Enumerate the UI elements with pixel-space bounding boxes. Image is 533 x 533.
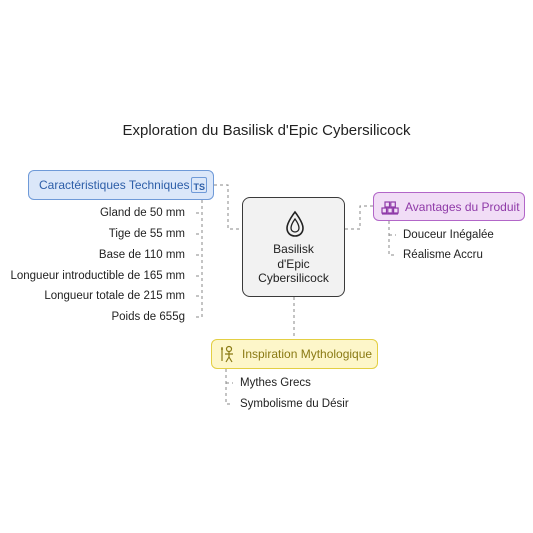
mythology-items-bracket [225,369,233,405]
droplet-icon [286,210,304,237]
connector-advantages [345,205,373,230]
product-advantages-node[interactable]: Avantages du Produit [373,192,525,221]
product-advantages-label: Avantages du Produit [405,199,520,214]
central-label-line-3: Cybersilicock [258,271,329,285]
gift-boxes-icon [381,201,399,215]
mythology-item-mythes-grecs: Mythes Grecs [240,377,311,389]
advantage-item-douceur: Douceur Inégalée [403,229,494,241]
central-label-line-2: d'Epic [277,256,310,271]
connector-technical [214,184,242,230]
central-label-line-1: Basilisk [273,242,314,256]
technical-item-poids: Poids de 655g [111,311,185,323]
technical-item-gland: Gland de 50 mm [99,207,185,219]
technical-item-base: Base de 110 mm [98,249,185,261]
technical-item-longueur-introductible: Longueur introductible de 165 mm [10,270,185,282]
technical-item-tige: Tige de 55 mm [108,228,185,240]
technical-characteristics-node[interactable]: Caractéristiques Techniques TS [28,170,214,200]
mythical-figure-icon [221,345,233,363]
mythological-inspiration-node[interactable]: Inspiration Mythologique [211,339,378,369]
mythology-item-symbolisme: Symbolisme du Désir [240,398,349,410]
diagram-title: Exploration du Basilisk d'Epic Cybersili… [122,122,411,139]
ts-icon: TS [191,177,207,193]
advantage-item-realisme: Réalisme Accru [403,249,483,261]
central-label: Basilisk d'Epic Cybersilicock [243,242,344,286]
technical-characteristics-label: Caractéristiques Techniques [39,178,190,192]
technical-item-longueur-totale: Longueur totale de 215 mm [44,290,185,302]
advantages-items-bracket [388,221,396,256]
central-node[interactable]: Basilisk d'Epic Cybersilicock [242,197,345,297]
mythological-inspiration-label: Inspiration Mythologique [242,347,373,361]
technical-items-bracket [196,200,203,318]
